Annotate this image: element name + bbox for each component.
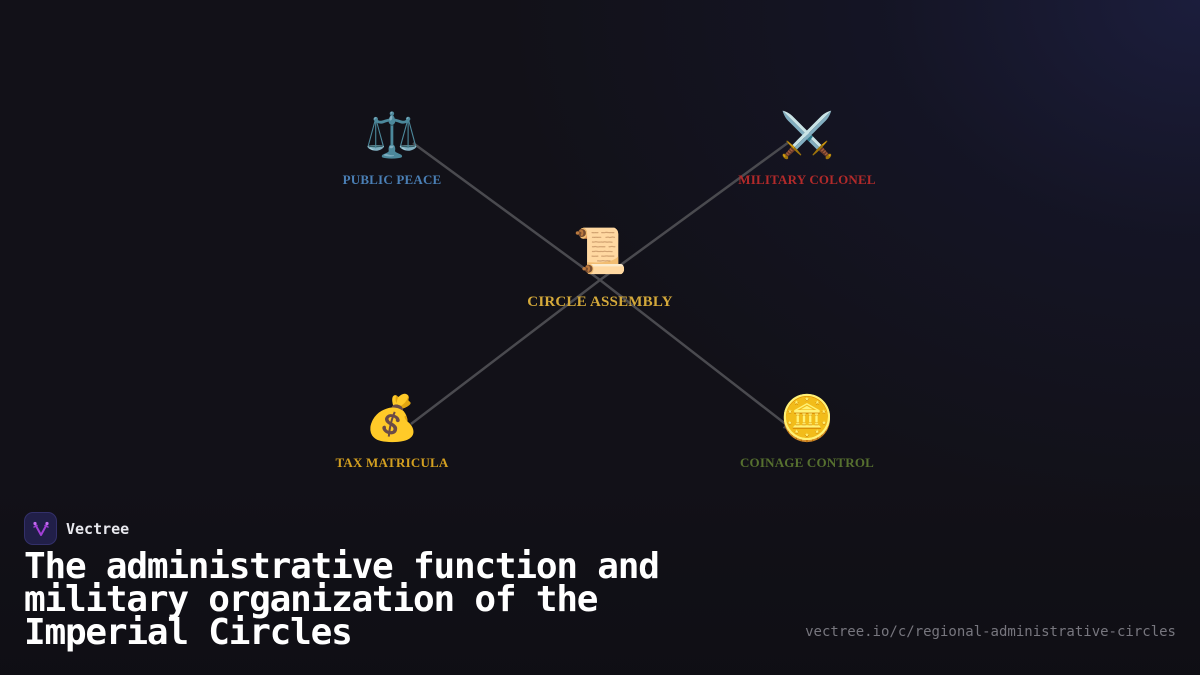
edge-center-to-tax-matricula: [410, 279, 601, 425]
node-label: MILITARY COLONEL: [738, 172, 876, 187]
money-bag-icon: 💰: [364, 393, 420, 444]
node-tax-matricula[interactable]: 💰 TAX MATRICULA: [336, 393, 449, 471]
node-circle-assembly[interactable]: 📜 CIRCLE ASSEMBLY: [527, 226, 672, 311]
edge-military-colonel-to-center: [599, 140, 790, 282]
crossed-swords-icon: ⚔️: [779, 110, 835, 161]
node-label: PUBLIC PEACE: [342, 172, 442, 187]
node-public-peace[interactable]: ⚖️ PUBLIC PEACE: [343, 110, 442, 188]
source-url[interactable]: vectree.io/c/regional-administrative-cir…: [805, 624, 1176, 640]
node-military-colonel[interactable]: ⚔️ MILITARY COLONEL: [738, 110, 875, 188]
node-label: COINAGE CONTROL: [739, 455, 875, 470]
balance-scale-icon: ⚖️: [364, 110, 420, 161]
brand[interactable]: Vectree: [24, 512, 129, 545]
node-coinage-control[interactable]: 🪙 COINAGE CONTROL: [740, 393, 874, 471]
edge-public-peace-to-center: [412, 141, 601, 282]
page-title: The administrative function and military…: [24, 546, 660, 653]
scroll-icon: 📜: [572, 226, 628, 277]
brand-name: Vectree: [66, 519, 130, 538]
coin-icon: 🪙: [779, 393, 835, 444]
node-label: TAX MATRICULA: [335, 455, 449, 470]
vectree-logo-icon: [24, 512, 57, 545]
edge-center-to-coinage-control: [599, 279, 794, 431]
node-label: CIRCLE ASSEMBLY: [527, 294, 673, 310]
